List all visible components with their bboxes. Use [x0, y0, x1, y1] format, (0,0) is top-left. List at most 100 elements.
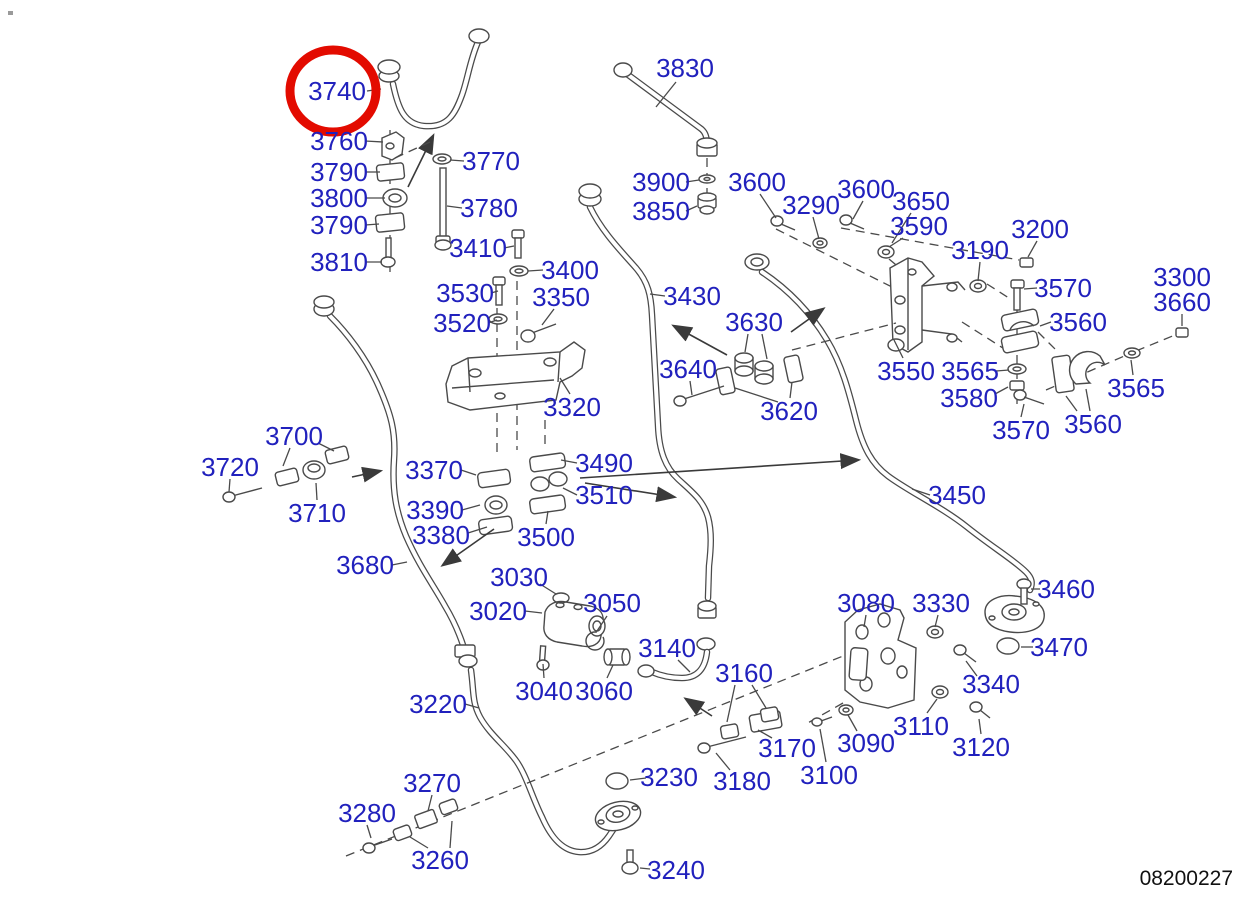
leader-line	[446, 205, 463, 209]
clamp-set-right	[961, 279, 1189, 405]
pipe-3680-artwork	[313, 295, 478, 668]
part-label-3790: 3790	[310, 210, 368, 240]
part-label-3090: 3090	[837, 728, 895, 758]
part-label-3240: 3240	[647, 855, 705, 885]
part-label-3030: 3030	[490, 562, 548, 592]
part-label-3330: 3330	[912, 588, 970, 618]
leader-line	[1039, 321, 1052, 327]
part-label-3700: 3700	[265, 421, 323, 451]
clamp-3700-3710	[222, 445, 350, 503]
leader-line	[317, 442, 335, 452]
leader-line	[1065, 395, 1078, 412]
cluster-3260-3270-3280	[362, 798, 459, 854]
part-label-3600: 3600	[837, 174, 895, 204]
clamp-cluster-3630-3620	[673, 322, 897, 407]
leader-line	[677, 659, 691, 673]
leader-line	[685, 179, 700, 183]
leader-line	[1023, 287, 1038, 290]
fitting-3900-3850	[697, 158, 717, 215]
bracket-3320	[445, 341, 586, 411]
pipe-3430-artwork	[578, 183, 717, 651]
part-label-3520: 3520	[433, 308, 491, 338]
leader-line	[852, 200, 864, 220]
part-label-3190: 3190	[951, 235, 1009, 265]
leader-line	[524, 610, 543, 614]
part-label-3620: 3620	[760, 396, 818, 426]
part-label-3390: 3390	[406, 495, 464, 525]
part-label-3270: 3270	[403, 768, 461, 798]
part-label-3570: 3570	[992, 415, 1050, 445]
part-label-3060: 3060	[575, 676, 633, 706]
leader-line	[460, 469, 477, 476]
part-label-3020: 3020	[469, 596, 527, 626]
part-label-3280: 3280	[338, 798, 396, 828]
part-label-3900: 3900	[632, 167, 690, 197]
part-label-3220: 3220	[409, 689, 467, 719]
bracket-3080-group	[345, 603, 991, 857]
fastener-row-upper-right	[770, 214, 1034, 301]
leader-line	[449, 159, 465, 162]
part-label-3600: 3600	[728, 167, 786, 197]
leader-line	[978, 718, 982, 735]
part-label-3530: 3530	[436, 278, 494, 308]
leader-line	[759, 193, 777, 219]
part-label-3400: 3400	[541, 255, 599, 285]
leader-line	[789, 381, 793, 399]
leader-line	[560, 459, 578, 464]
part-label-3100: 3100	[800, 760, 858, 790]
leader-line	[366, 824, 372, 839]
leader-line	[542, 663, 545, 679]
leader-line	[977, 261, 981, 282]
pipe-3740-artwork	[377, 28, 490, 126]
pipe-3830-artwork	[613, 62, 718, 157]
pipe-3450-artwork	[744, 253, 1032, 590]
leader-line	[596, 615, 608, 632]
leader-line	[734, 387, 779, 403]
part-label-3740: 3740	[308, 76, 366, 106]
part-label-3470: 3470	[1030, 632, 1088, 662]
leader-line	[995, 369, 1010, 372]
flange-right-3460-3470	[984, 578, 1045, 655]
part-label-3640: 3640	[659, 354, 717, 384]
highlight-layer	[285, 45, 381, 137]
part-label-3590: 3590	[890, 211, 948, 241]
part-label-3780: 3780	[460, 193, 518, 223]
leader-line	[891, 212, 912, 244]
leader-line	[639, 867, 651, 870]
leader-line	[282, 447, 291, 467]
part-label-3050: 3050	[583, 588, 641, 618]
leader-line	[503, 245, 515, 249]
leader-line	[926, 698, 938, 714]
leader-line	[965, 660, 978, 677]
part-label-3110: 3110	[893, 711, 949, 741]
leader-line	[934, 614, 939, 628]
part-label-3510: 3510	[575, 480, 633, 510]
part-label-3230: 3230	[640, 762, 698, 792]
leader-line	[606, 664, 614, 679]
part-label-3260: 3260	[411, 845, 469, 875]
part-label-3630: 3630	[725, 307, 783, 337]
label-leader-lines	[228, 81, 1183, 870]
leader-line	[888, 237, 904, 248]
part-label-3350: 3350	[532, 282, 590, 312]
part-label-3650: 3650	[892, 186, 950, 216]
part-label-3680: 3680	[336, 550, 394, 580]
part-label-3810: 3810	[310, 247, 368, 277]
leader-line	[629, 777, 647, 781]
part-label-3830: 3830	[656, 53, 714, 83]
part-label-3120: 3120	[952, 732, 1010, 762]
leader-line	[751, 684, 767, 709]
part-label-3290: 3290	[782, 190, 840, 220]
part-label-3790: 3790	[310, 157, 368, 187]
part-label-3560: 3560	[1049, 307, 1107, 337]
leader-line	[994, 386, 1009, 395]
part-label-3370: 3370	[405, 455, 463, 485]
leader-line	[364, 223, 380, 226]
leader-line	[1027, 240, 1038, 258]
part-label-3320: 3320	[543, 392, 601, 422]
leader-line	[527, 269, 544, 272]
leader-line	[391, 561, 408, 566]
leader-line	[562, 487, 578, 496]
